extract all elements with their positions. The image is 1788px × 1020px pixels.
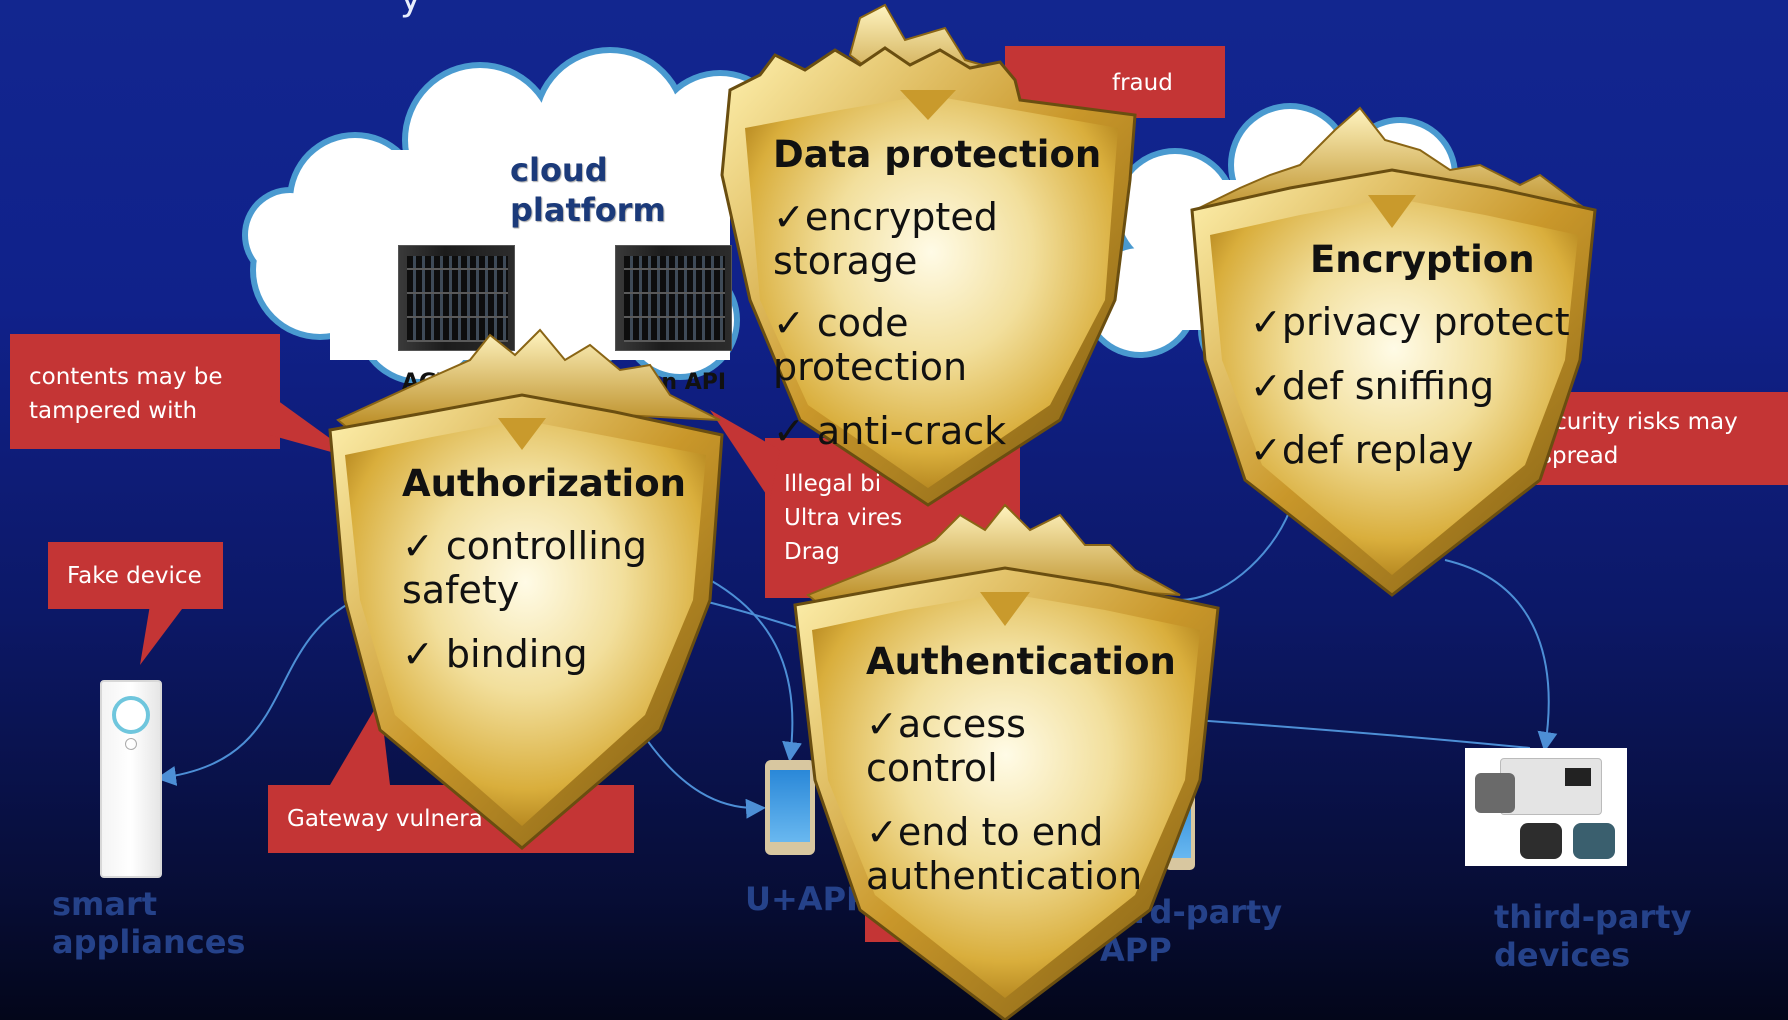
server-openapi-image: [615, 245, 732, 351]
shield-authentication-item: ✓end to end authentication: [866, 810, 1143, 898]
shield-data-protection-item: ✓encrypted storage: [773, 195, 998, 283]
shield-data-protection-title: Data protection: [773, 133, 1102, 176]
server-agv-image: [398, 245, 515, 351]
shield-encryption-item: ✓def replay: [1250, 428, 1474, 472]
callout-fraud-text: fraud: [1112, 70, 1173, 96]
callout-fake-box: [48, 542, 223, 665]
shield-encryption-item: ✓def sniffing: [1250, 364, 1495, 408]
partial-title: y: [400, 0, 421, 19]
shield-authorization-item: ✓ controlling safety: [402, 524, 647, 612]
callout-gateway-text: Gateway vulnera: [287, 806, 483, 832]
shield-authentication-item: ✓access control: [866, 702, 1026, 790]
smart-appliance-image: [100, 680, 162, 878]
server-agv-label: AGV: [402, 370, 455, 395]
shield-data-protection-item: ✓ code protection: [773, 301, 968, 389]
smart-appliances-label: smart appliances: [52, 885, 246, 961]
shield-data-protection: Data protection ✓encrypted storage ✓ cod…: [773, 133, 1103, 473]
cloud-platform-title: cloud platform: [510, 151, 666, 229]
shield-authorization: Authorization ✓ controlling safety ✓ bin…: [402, 462, 686, 696]
uplus-phone-image: [765, 760, 815, 855]
shield-data-protection-item: ✓ anti-crack: [773, 409, 1007, 453]
shield-authorization-item: ✓ binding: [402, 632, 588, 676]
shield-encryption: Encryption ✓privacy protect ✓def sniffin…: [1250, 238, 1580, 492]
shield-encryption-item: ✓privacy protect: [1250, 300, 1570, 344]
third-party-devices-image: [1465, 748, 1627, 866]
uplus-app-label: U+APP: [745, 880, 870, 918]
third-party-phone-image: [1165, 780, 1195, 870]
shield-authorization-title: Authorization: [402, 462, 686, 505]
shield-authentication: Authentication ✓access control ✓end to e…: [866, 640, 1176, 918]
callout-illegal-text: Illegal bi Ultra vires Drag: [784, 471, 903, 565]
shield-encryption-title: Encryption: [1310, 238, 1535, 281]
shield-authentication-title: Authentication: [866, 640, 1176, 683]
callout-fake-text: Fake device: [67, 563, 202, 589]
third-party-devices-label: third-party devices: [1494, 898, 1692, 974]
callout-tampered-text: contents may be tampered with: [29, 364, 223, 424]
server-openapi-label: Open API: [612, 370, 727, 395]
